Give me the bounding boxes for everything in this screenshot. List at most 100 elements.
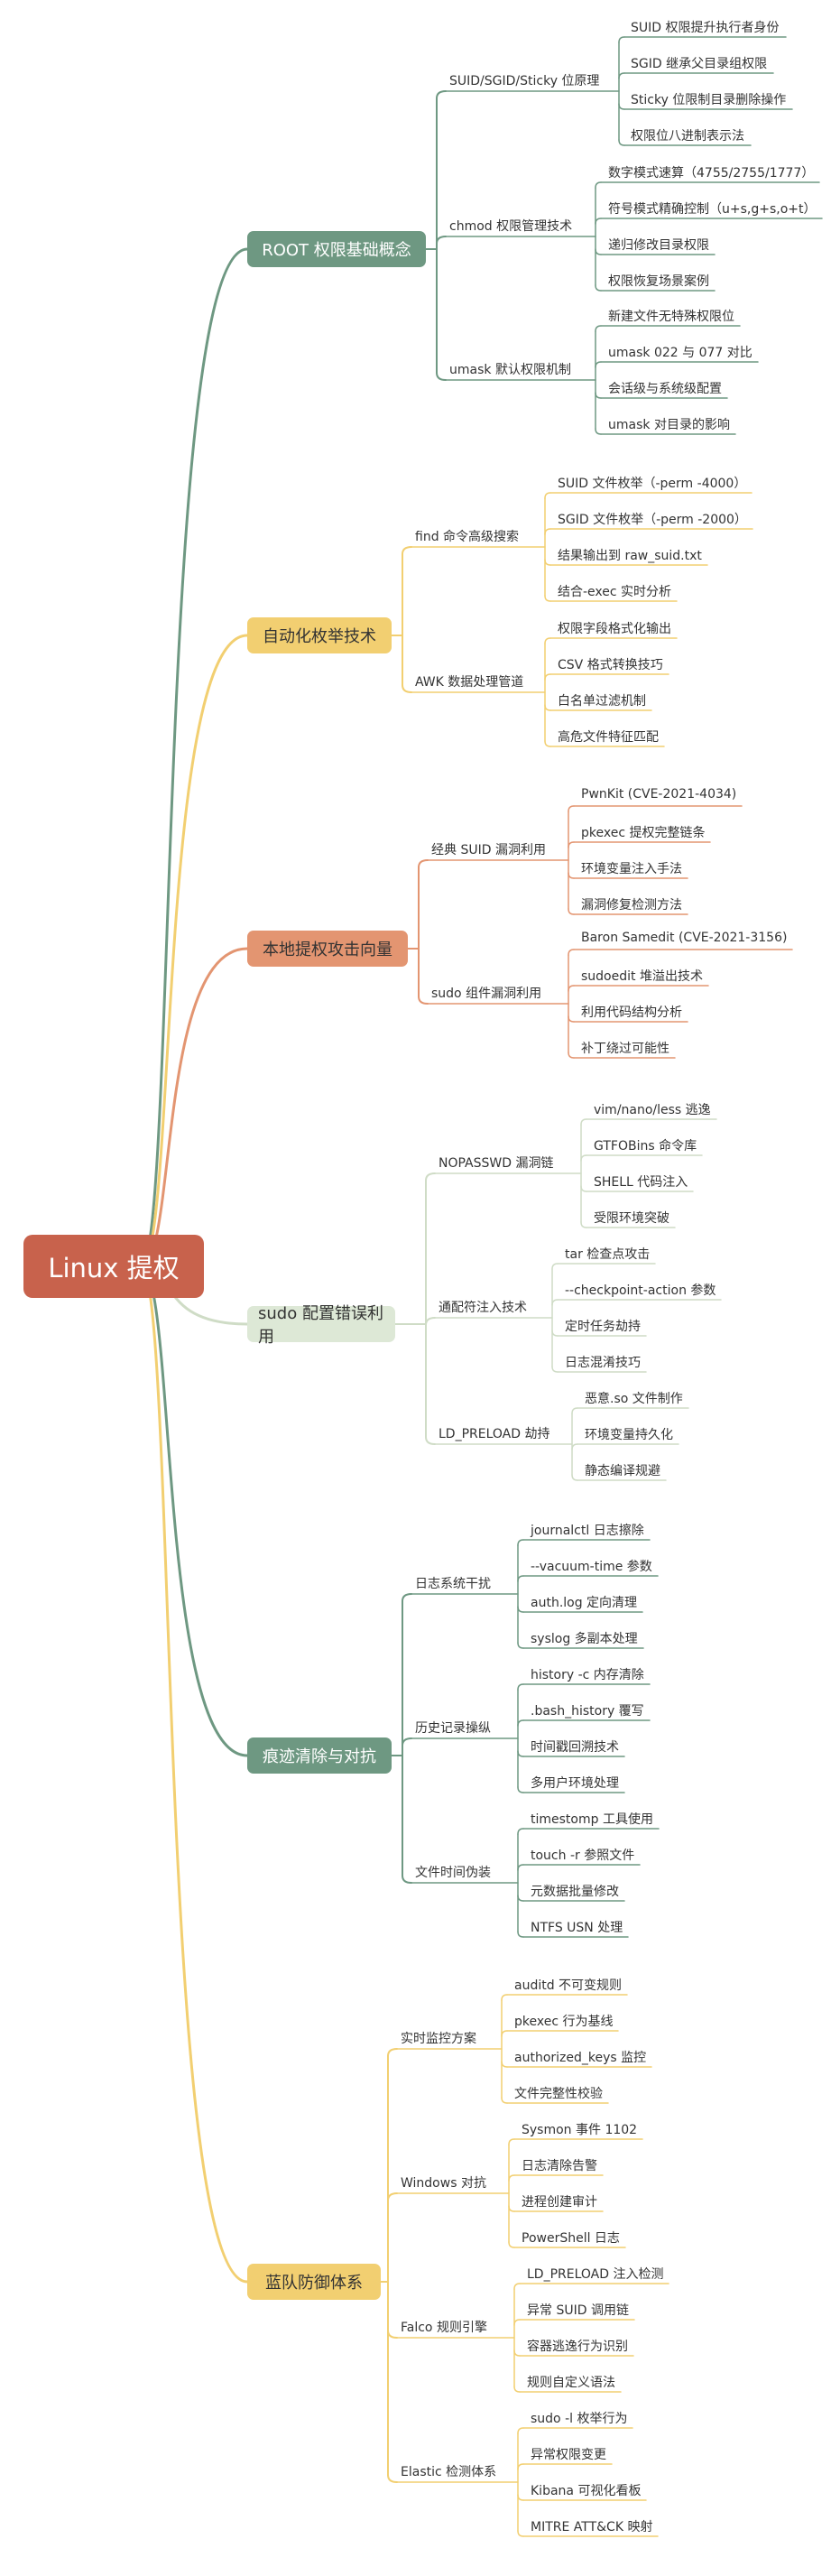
leaf-curve (513, 2386, 521, 2393)
category-node[interactable]: ROOT 权限基础概念 (247, 231, 426, 267)
leaf-label[interactable]: syslog 多副本处理 (531, 1632, 638, 1646)
leaf-label[interactable]: .bash_history 覆写 (531, 1704, 644, 1719)
leaf-label[interactable]: MITRE ATT&CK 映射 (531, 2520, 653, 2534)
leaf-label[interactable]: authorized_keys 监控 (514, 2051, 647, 2065)
subtopic-label[interactable]: LD_PRELOAD 劫持 (439, 1427, 550, 1441)
leaf-label[interactable]: touch -r 参照文件 (531, 1849, 635, 1863)
category-node[interactable]: 蓝队防御体系 (247, 2264, 381, 2300)
leaf-curve (544, 740, 551, 747)
subtopic-label[interactable]: 经典 SUID 漏洞利用 (431, 843, 546, 857)
subtopic-label[interactable]: Elastic 检测体系 (401, 2465, 497, 2479)
leaf-label[interactable]: 多用户环境处理 (531, 1776, 619, 1791)
leaf-label[interactable]: Sysmon 事件 1102 (522, 2123, 638, 2137)
leaf-label[interactable]: 规则自定义语法 (527, 2376, 615, 2390)
leaf-label[interactable]: 利用代码结构分析 (581, 1005, 682, 1020)
subtopic-label[interactable]: 通配符注入技术 (439, 1301, 527, 1315)
leaf-label[interactable]: --checkpoint-action 参数 (565, 1283, 716, 1298)
leaf-label[interactable]: 补丁绕过可能性 (581, 1042, 669, 1056)
leaf-label[interactable]: SUID 文件枚举（-perm -4000） (558, 477, 747, 491)
leaf-label[interactable]: 文件完整性校验 (514, 2087, 603, 2101)
leaf-label[interactable]: 权限恢复场景案例 (608, 274, 709, 289)
subtopic-label[interactable]: 文件时间伪装 (415, 1866, 491, 1880)
subtopic-label[interactable]: find 命令高级搜索 (415, 530, 520, 544)
leaf-label[interactable]: 结果输出到 raw_suid.txt (558, 549, 702, 563)
category-node[interactable]: 痕迹清除与对抗 (247, 1737, 392, 1774)
leaf-label[interactable]: 环境变量持久化 (585, 1428, 673, 1442)
leaf-label[interactable]: SGID 文件枚举（-perm -2000） (558, 513, 747, 527)
leaf-label[interactable]: SGID 继承父目录组权限 (631, 57, 768, 71)
leaf-label[interactable]: 元数据批量修改 (531, 1885, 619, 1899)
leaf-label[interactable]: sudo -l 枚举行为 (531, 2412, 628, 2426)
leaf-label[interactable]: umask 022 与 077 对比 (608, 346, 753, 360)
leaf-label[interactable]: 环境变量注入手法 (581, 862, 682, 876)
leaf-label[interactable]: PowerShell 日志 (522, 2231, 620, 2246)
subtopic-label[interactable]: SUID/SGID/Sticky 位原理 (449, 74, 600, 88)
subtopic-label[interactable]: 实时监控方案 (401, 2032, 476, 2046)
subtopic-label[interactable]: umask 默认权限机制 (449, 363, 571, 377)
leaf-label[interactable]: 漏洞修复检测方法 (581, 898, 682, 913)
leaf-label[interactable]: Baron Samedit (CVE-2021-3156) (581, 931, 788, 945)
subtopic-label[interactable]: sudo 组件漏洞利用 (431, 987, 542, 1001)
leaf-label[interactable]: 静态编译规避 (585, 1464, 660, 1478)
leaf-curve (568, 985, 575, 992)
leaf-label[interactable]: journalctl 日志擦除 (531, 1524, 644, 1538)
leaf-label[interactable]: 白名单过滤机制 (558, 694, 646, 709)
subtopic-label[interactable]: Windows 对抗 (401, 2176, 486, 2191)
category-node[interactable]: 自动化枚举技术 (247, 617, 392, 653)
leaf-label[interactable]: 异常 SUID 调用链 (527, 2303, 629, 2318)
leaf-curve (568, 805, 575, 812)
leaf-label[interactable]: vim/nano/less 逃逸 (594, 1103, 711, 1117)
subtopic-label[interactable]: 历史记录操纵 (415, 1721, 491, 1736)
leaf-curve (618, 36, 625, 43)
leaf-label[interactable]: PwnKit (CVE-2021-4034) (581, 787, 737, 802)
leaf-label[interactable]: 结合-exec 实时分析 (558, 585, 672, 599)
leaf-label[interactable]: auth.log 定向清理 (531, 1596, 638, 1610)
leaf-label[interactable]: umask 对目录的影响 (608, 418, 730, 432)
leaf-label[interactable]: Sticky 位限制目录删除操作 (631, 93, 787, 107)
leaf-label[interactable]: SUID 权限提升执行者身份 (631, 21, 780, 35)
subtopic-label[interactable]: AWK 数据处理管道 (415, 675, 524, 690)
leaf-label[interactable]: history -c 内存清除 (531, 1668, 644, 1682)
leaf-label[interactable]: 时间戳回溯技术 (531, 1740, 619, 1755)
subtopic-label[interactable]: 日志系统干扰 (415, 1577, 491, 1591)
leaf-label[interactable]: timestomp 工具使用 (531, 1812, 653, 1827)
leaf-label[interactable]: 符号模式精确控制（u+s,g+s,o+t） (608, 202, 817, 217)
leaf-label[interactable]: 恶意.so 文件制作 (585, 1392, 683, 1406)
leaf-label[interactable]: 新建文件无特殊权限位 (608, 310, 734, 324)
leaf-curve (580, 1185, 587, 1192)
leaf-label[interactable]: 进程创建审计 (522, 2195, 597, 2210)
leaf-curve (517, 1864, 524, 1871)
leaf-label[interactable]: 数字模式速算（4755/2755/1777） (608, 166, 815, 181)
leaf-label[interactable]: pkexec 提权完整链条 (581, 826, 706, 840)
subtopic-label[interactable]: Falco 规则引擎 (401, 2321, 487, 2335)
leaf-label[interactable]: 日志清除告警 (522, 2159, 597, 2173)
leaf-label[interactable]: NTFS USN 处理 (531, 1921, 623, 1935)
category-node[interactable]: 本地提权攻击向量 (247, 931, 408, 967)
leaf-label[interactable]: LD_PRELOAD 注入检测 (527, 2267, 664, 2282)
subtopic-label[interactable]: chmod 权限管理技术 (449, 219, 573, 234)
leaf-label[interactable]: 受限环境突破 (594, 1211, 669, 1226)
leaf-label[interactable]: tar 检查点攻击 (565, 1247, 651, 1262)
leaf-label[interactable]: sudoedit 堆溢出技术 (581, 969, 703, 984)
leaf-label[interactable]: GTFOBins 命令库 (594, 1139, 697, 1154)
leaf-label[interactable]: auditd 不可变规则 (514, 1978, 623, 1993)
leaf-label[interactable]: 递归修改目录权限 (608, 238, 709, 253)
leaf-label[interactable]: 高危文件特征匹配 (558, 730, 659, 745)
leaf-label[interactable]: 日志混淆技巧 (565, 1356, 641, 1370)
leaf-label[interactable]: 容器逃逸行为识别 (527, 2340, 628, 2354)
leaf-label[interactable]: 权限位八进制表示法 (631, 129, 744, 144)
leaf-label[interactable]: Kibana 可视化看板 (531, 2484, 642, 2498)
leaf-label[interactable]: SHELL 代码注入 (594, 1175, 688, 1190)
leaf-label[interactable]: --vacuum-time 参数 (531, 1560, 652, 1574)
leaf-curve (508, 2205, 515, 2212)
leaf-label[interactable]: CSV 格式转换技巧 (558, 658, 663, 672)
leaf-label[interactable]: 权限字段格式化输出 (558, 622, 671, 636)
root-node[interactable]: Linux 提权 (23, 1235, 204, 1298)
leaf-label[interactable]: 定时任务劫持 (565, 1320, 641, 1334)
leaf-label[interactable]: 异常权限变更 (531, 2448, 606, 2462)
leaf-label[interactable]: pkexec 行为基线 (514, 2015, 614, 2029)
subtopic-label[interactable]: NOPASSWD 漏洞链 (439, 1156, 554, 1171)
leaf-label[interactable]: 会话级与系统级配置 (608, 382, 722, 396)
category-node[interactable]: sudo 配置错误利用 (247, 1304, 395, 1347)
